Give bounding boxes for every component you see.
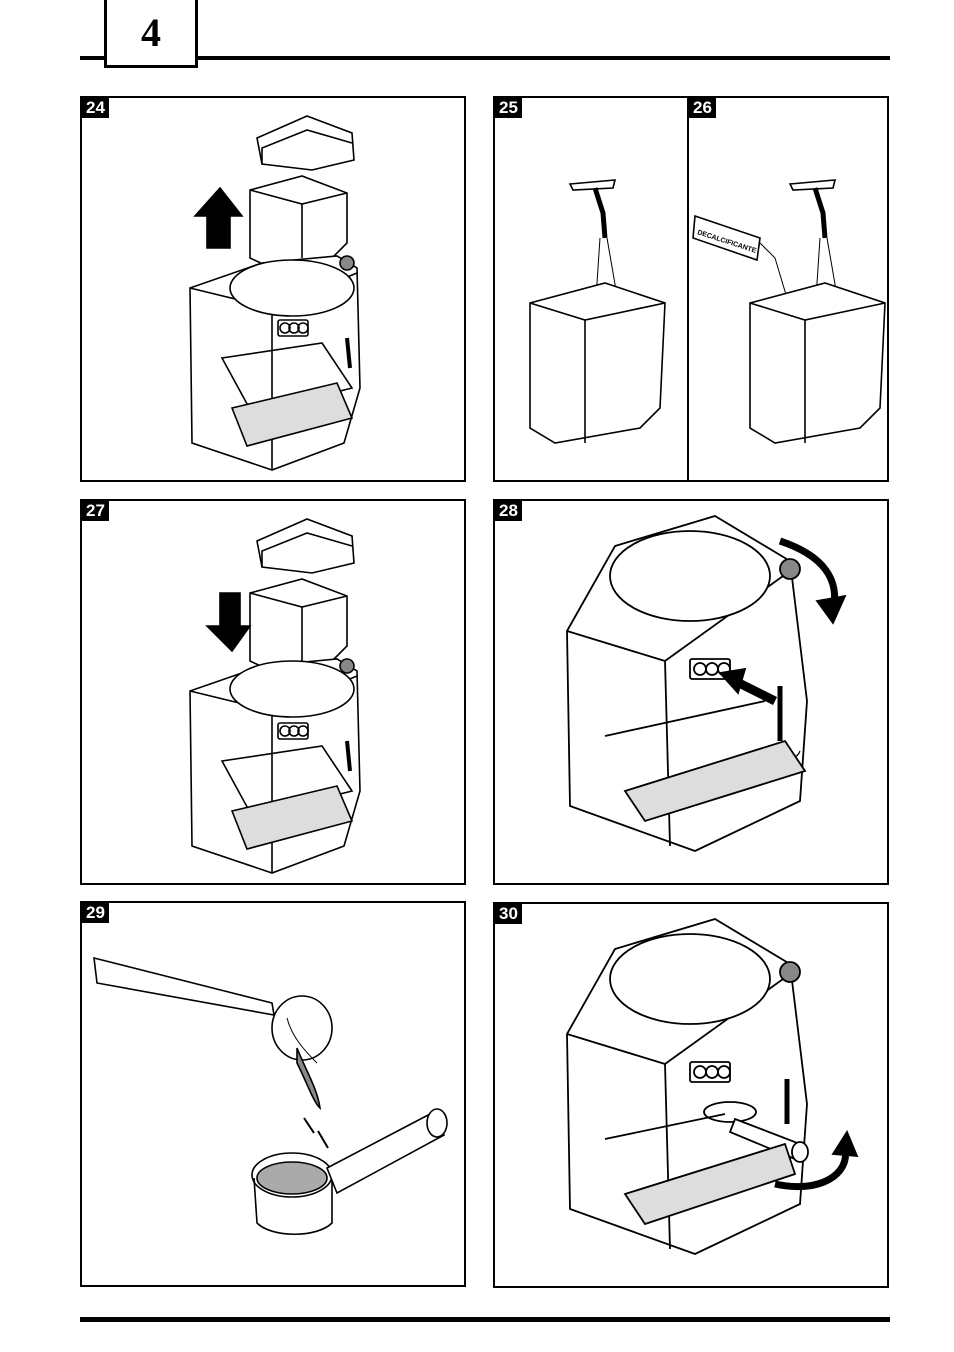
figure-25-26: 25 26 DECALCIFICANTE — [493, 96, 889, 482]
filling-filter-holder-illustration — [82, 903, 466, 1287]
page-number: 4 — [104, 0, 198, 68]
machine-remove-tank-illustration — [82, 98, 466, 482]
figure-30: 30 — [493, 902, 889, 1288]
tank-fill-illustrations: DECALCIFICANTE — [495, 98, 889, 482]
machine-steam-knob-illustration — [495, 501, 889, 885]
footer-rule — [80, 1317, 890, 1322]
header-rule — [80, 56, 890, 60]
figure-28: 28 — [493, 499, 889, 885]
figure-27: 27 — [80, 499, 466, 885]
figure-29: 29 — [80, 901, 466, 1287]
machine-insert-tank-illustration — [82, 501, 466, 885]
machine-filter-holder-illustration — [495, 904, 889, 1288]
figure-24: 24 — [80, 96, 466, 482]
